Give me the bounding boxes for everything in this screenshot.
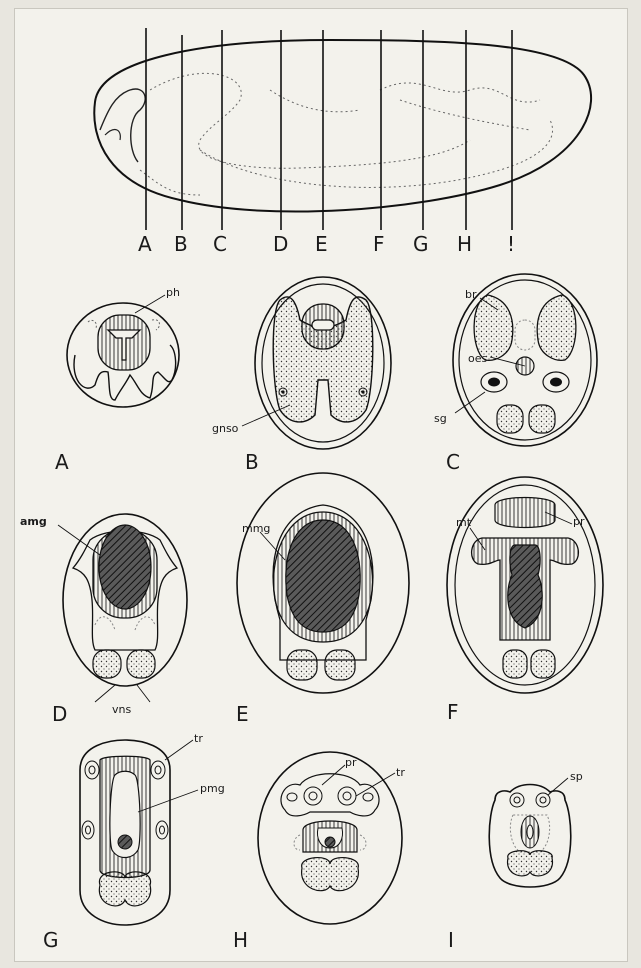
panel-label-d: D bbox=[52, 702, 67, 726]
section-a-drawing bbox=[67, 295, 179, 407]
section-e-drawing bbox=[237, 473, 409, 693]
annotation-pr-h: pr bbox=[345, 756, 357, 769]
annotation-gnso: gnso bbox=[212, 422, 238, 435]
section-label-a: A bbox=[138, 232, 152, 256]
section-d-drawing bbox=[58, 514, 187, 702]
section-label-f: F bbox=[373, 232, 385, 256]
section-label-c: C bbox=[213, 232, 227, 256]
section-label-e: E bbox=[315, 232, 328, 256]
embryo-side-view bbox=[94, 40, 591, 212]
section-label-g: G bbox=[413, 232, 429, 256]
section-lines bbox=[146, 28, 512, 230]
section-b-drawing bbox=[242, 277, 391, 449]
annotation-mt: mt bbox=[456, 516, 471, 529]
panel-label-b: B bbox=[245, 450, 259, 474]
panel-label-c: C bbox=[446, 450, 460, 474]
annotation-mmg: mmg bbox=[242, 522, 270, 535]
section-label-d: D bbox=[273, 232, 288, 256]
section-i-drawing bbox=[489, 778, 571, 887]
annotation-ph: ph bbox=[166, 286, 180, 299]
panel-label-f: F bbox=[447, 700, 459, 724]
section-f-drawing bbox=[447, 477, 603, 693]
panel-label-a: A bbox=[55, 450, 69, 474]
panel-label-h: H bbox=[233, 928, 248, 952]
annotation-tr-h: tr bbox=[396, 766, 405, 779]
section-label-i: ! bbox=[507, 232, 515, 256]
annotation-tr-g: tr bbox=[194, 732, 203, 745]
annotation-pmg: pmg bbox=[200, 782, 225, 795]
panel-label-e: E bbox=[236, 702, 249, 726]
annotation-oes: oes bbox=[468, 352, 487, 365]
section-label-h: H bbox=[457, 232, 472, 256]
panel-label-i: I bbox=[448, 928, 454, 952]
section-label-b: B bbox=[174, 232, 188, 256]
annotation-br: br bbox=[465, 288, 477, 301]
annotation-amg: amg bbox=[20, 515, 47, 528]
section-h-drawing bbox=[258, 752, 402, 924]
annotation-pr-f: pr bbox=[573, 515, 585, 528]
section-g-drawing bbox=[80, 740, 198, 925]
annotation-sg: sg bbox=[434, 412, 447, 425]
panel-label-g: G bbox=[43, 928, 59, 952]
annotation-vns: vns bbox=[112, 703, 131, 716]
annotation-sp: sp bbox=[570, 770, 583, 783]
